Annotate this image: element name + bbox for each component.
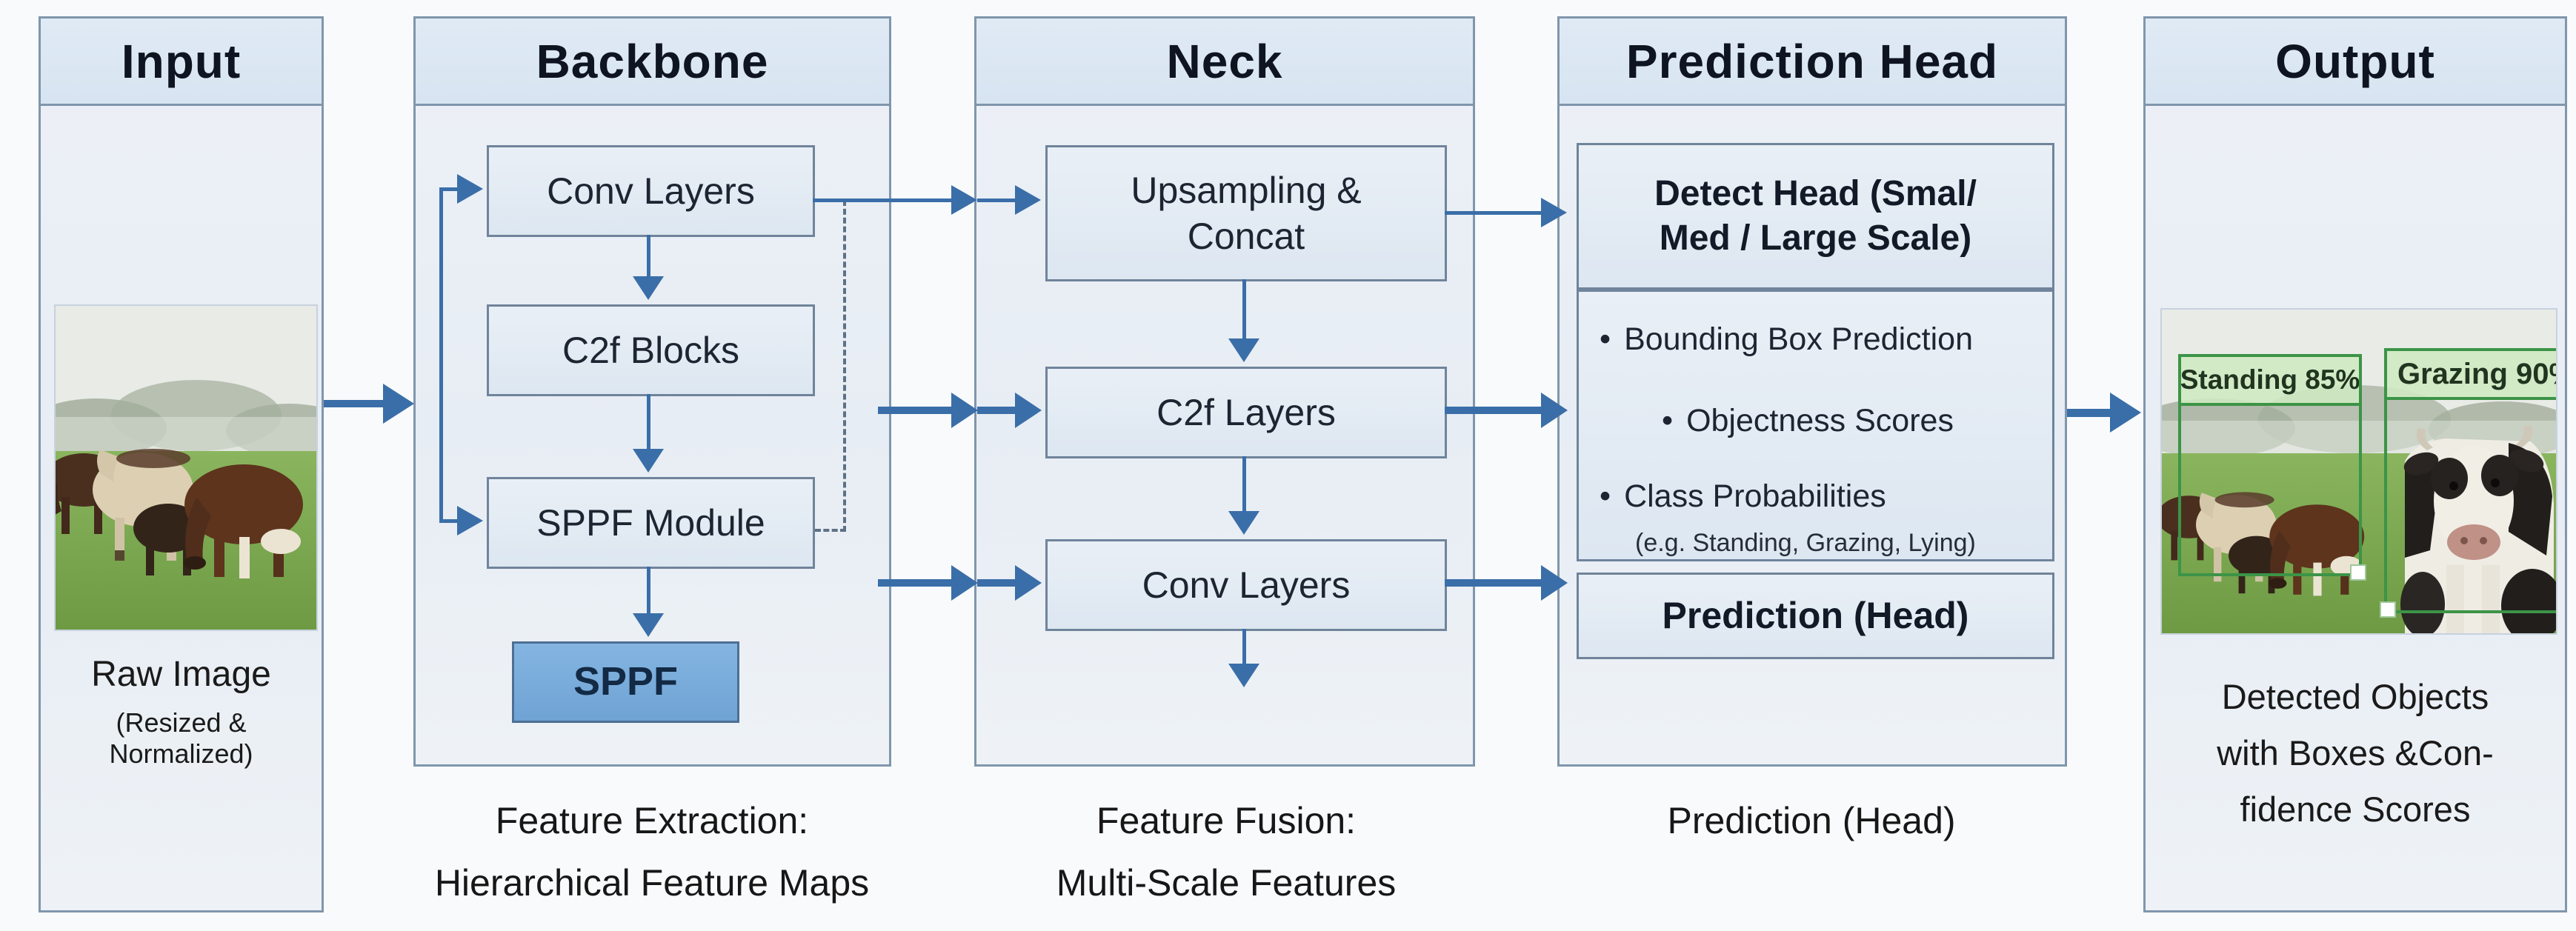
detect-head-box: Detect Head (Smal/ Med / Large Scale) xyxy=(1577,143,2054,290)
neck-caption-line2: Multi-Scale Features xyxy=(1056,862,1397,904)
backbone-caption: Feature Extraction: Hierarchical Feature… xyxy=(326,790,978,914)
bbox-handle xyxy=(2380,601,2396,618)
arrowhead-down-icon xyxy=(1228,511,1259,535)
neck-upsampling-line1: Upsampling & xyxy=(1131,169,1362,211)
output-caption-line3: fidence Scores xyxy=(2240,790,2471,829)
dashed-skip-connection xyxy=(815,200,846,532)
arrow-c2f-to-head xyxy=(1445,407,1541,414)
arrowhead-down-icon xyxy=(633,276,664,300)
bbox-handle xyxy=(2350,564,2366,581)
neck-column: Neck Upsampling & Concat C2f Layers Conv… xyxy=(974,16,1475,767)
bbox-grazing-label: Grazing 90% xyxy=(2387,351,2556,400)
arrow-backbone-to-upsampling xyxy=(813,198,951,202)
backbone-caption-line1: Feature Extraction: xyxy=(495,800,809,841)
arrowhead-icon xyxy=(951,393,978,428)
arrowhead-icon xyxy=(1541,393,1568,428)
prediction-head-column-title: Prediction Head xyxy=(1560,19,2065,106)
input-caption: Raw Image xyxy=(91,655,271,694)
arrowhead-icon xyxy=(1015,185,1041,215)
neck-c2f-layers-box: C2f Layers xyxy=(1045,367,1447,458)
prediction-head-caption: Prediction (Head) xyxy=(1667,800,1956,841)
input-column-title: Input xyxy=(41,19,322,106)
neck-caption-line1: Feature Fusion: xyxy=(1096,800,1357,841)
output-column: Output xyxy=(2143,16,2567,912)
arrowhead-icon xyxy=(1541,198,1567,227)
bullet-class-probabilities: Class Probabilities xyxy=(1600,477,1886,517)
prediction-head-bottom-box: Prediction (Head) xyxy=(1577,573,2054,659)
backbone-branch-line xyxy=(439,187,443,522)
backbone-branch-stub-bottom xyxy=(439,519,457,523)
pasture-cows-illustration xyxy=(56,306,316,630)
arrowhead-down-icon xyxy=(1228,664,1259,687)
bullet-bounding-box: Bounding Box Prediction xyxy=(1600,320,1973,360)
arrow-c2f-to-sppfmodule xyxy=(647,394,650,449)
bbox-standing-label: Standing 85% xyxy=(2181,357,2359,406)
arrowhead-down-icon xyxy=(633,449,664,473)
arrowhead-icon xyxy=(1015,393,1042,428)
neck-upsampling-line2: Concat xyxy=(1187,216,1305,257)
arrow-c2f-to-conv xyxy=(1242,456,1246,511)
bbox-grazing: Grazing 90% xyxy=(2380,348,2556,618)
arrowhead-icon xyxy=(1541,565,1568,601)
output-caption-line2: with Boxes &Con- xyxy=(2217,733,2494,773)
arrowhead-down-icon xyxy=(633,613,664,637)
arrow-neck-output-down xyxy=(1242,629,1246,664)
backbone-column: Backbone Conv Layers C2f Blocks SPPF Mod… xyxy=(413,16,891,767)
neck-column-title: Neck xyxy=(976,19,1473,106)
bbox-standing: Standing 85% xyxy=(2178,354,2366,581)
backbone-branch-stub-top xyxy=(439,187,457,191)
arrowhead-icon xyxy=(383,384,414,424)
raw-image-photo xyxy=(54,304,318,631)
backbone-conv-layers-box: Conv Layers xyxy=(487,145,815,237)
prediction-head-column: Prediction Head Detect Head (Smal/ Med /… xyxy=(1557,16,2067,767)
arrowhead-down-icon xyxy=(1228,338,1259,362)
neck-upsampling-concat-box: Upsampling & Concat xyxy=(1045,145,1447,281)
input-subcaption: (Resized & Normalized) xyxy=(109,707,253,769)
arrow-conv-to-head xyxy=(1445,579,1541,587)
arrow-backbone-to-conv-layers xyxy=(878,579,951,587)
detected-objects-photo: Standing 85% Grazing 90% xyxy=(2160,308,2557,635)
output-caption-line1: Detected Objects xyxy=(2221,677,2489,716)
detect-head-line2: Med / Large Scale) xyxy=(1659,218,1972,258)
arrow-conv-to-c2f xyxy=(647,235,650,276)
cow-grazing-brown xyxy=(184,464,303,578)
arrow-upsampling-to-detect xyxy=(1445,211,1541,215)
arrowhead-icon xyxy=(951,565,978,601)
arrow-sppfmodule-to-sppf xyxy=(647,567,650,613)
arrowhead-icon xyxy=(457,174,483,204)
backbone-sppf-highlight-box: SPPF xyxy=(512,641,739,723)
cow-holstein xyxy=(2400,425,2556,633)
arrow-backbone-to-c2f-layers-2 xyxy=(977,407,1015,414)
neck-caption: Feature Fusion: Multi-Scale Features xyxy=(933,790,1519,914)
arrowhead-icon xyxy=(951,185,977,215)
arrow-backbone-to-upsampling-2 xyxy=(977,198,1015,202)
detect-head-line1: Detect Head (Smal/ xyxy=(1654,174,1977,213)
backbone-column-title: Backbone xyxy=(416,19,889,106)
arrow-backbone-to-conv-layers-2 xyxy=(977,579,1015,587)
arrow-head-to-output xyxy=(2067,409,2110,417)
backbone-sppf-module-box: SPPF Module xyxy=(487,477,815,569)
prediction-details-box: Bounding Box Prediction Objectness Score… xyxy=(1577,290,2054,561)
neck-conv-layers-box: Conv Layers xyxy=(1045,539,1447,631)
bullet-objectness: Objectness Scores xyxy=(1662,401,1954,441)
input-column: Input xyxy=(39,16,324,912)
arrowhead-icon xyxy=(2110,393,2141,433)
arrow-upsampling-to-c2f xyxy=(1242,279,1246,338)
arrowhead-icon xyxy=(1015,565,1042,601)
backbone-c2f-blocks-box: C2f Blocks xyxy=(487,304,815,396)
backbone-caption-line2: Hierarchical Feature Maps xyxy=(434,862,870,904)
arrow-input-to-backbone xyxy=(324,400,383,407)
output-column-title: Output xyxy=(2146,19,2565,106)
arrowhead-icon xyxy=(457,506,483,535)
bullet-note: (e.g. Standing, Grazing, Lying) xyxy=(1635,529,1976,557)
output-caption: Detected Objects with Boxes &Con- fidenc… xyxy=(2146,669,2565,838)
arrow-backbone-to-c2f-layers xyxy=(878,407,951,414)
cow-group-left xyxy=(2162,492,2365,596)
